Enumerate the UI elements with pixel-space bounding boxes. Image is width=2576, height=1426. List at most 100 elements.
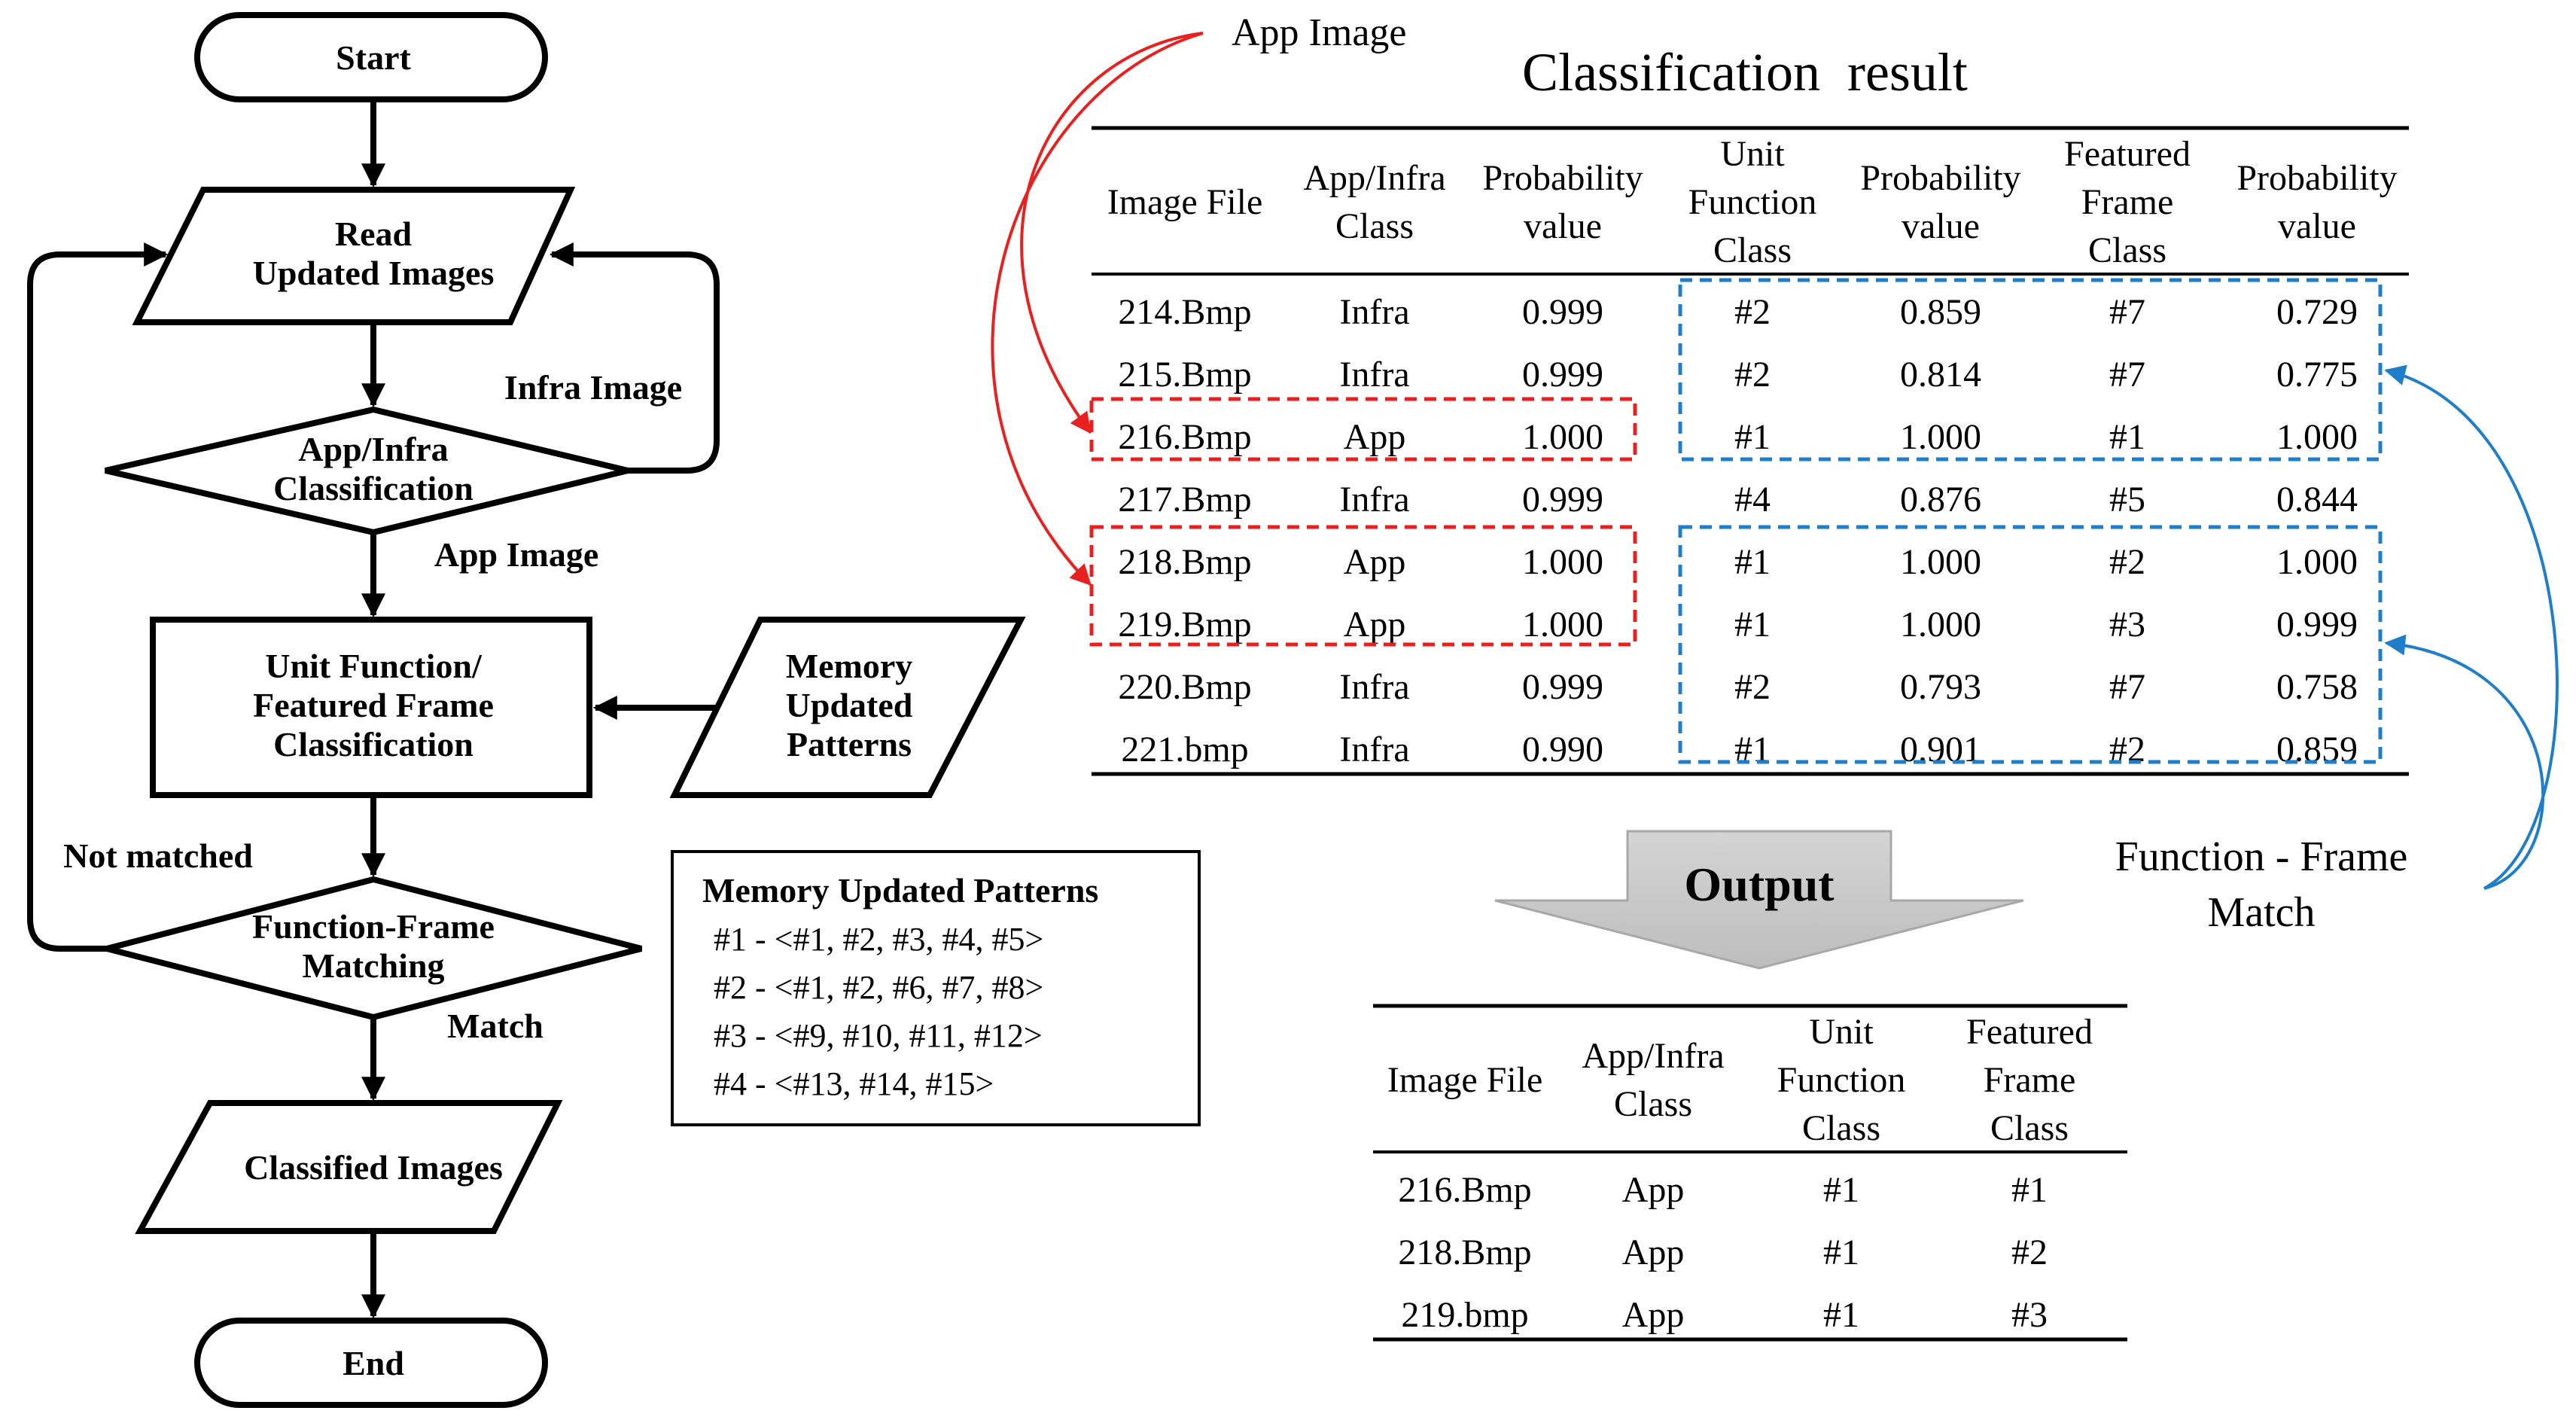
- ctable-cell: #2: [2109, 542, 2145, 582]
- blue-highlight-218-221: [1678, 525, 2383, 764]
- end-terminal: [194, 1318, 548, 1408]
- ctable-cell: #7: [2109, 292, 2145, 332]
- ctable-header-cell: value: [1902, 206, 1980, 246]
- ctable-cell: 215.Bmp: [1118, 355, 1251, 395]
- end-label: End: [343, 1344, 404, 1382]
- otable-cell: App: [1622, 1233, 1685, 1272]
- read-label-line2: Updated Images: [253, 254, 495, 292]
- ctable-cell: Infra: [1339, 480, 1409, 520]
- blue-arrows: [2384, 364, 2559, 890]
- process-label-line2: Featured Frame: [253, 686, 494, 724]
- flowchart: [27, 12, 1026, 1408]
- otable-header-cell: Class: [1802, 1108, 1880, 1148]
- memory-patterns-parallelogram: [669, 617, 1026, 798]
- process-label-line1: Unit Function/: [265, 647, 483, 685]
- ctable-cell: 1.000: [1900, 417, 1981, 457]
- decision1-label-line1: App/Infra: [298, 430, 448, 468]
- otable-header-cell: Featured: [1966, 1012, 2093, 1052]
- arrow-not-matched-loop: [27, 242, 169, 952]
- ctable-header-cell: Featured: [2064, 134, 2191, 174]
- ctable-cell: 0.844: [2276, 480, 2358, 520]
- ctable-cell: 0.729: [2276, 292, 2358, 332]
- ctable-cell: #7: [2109, 355, 2145, 395]
- ctable-cell: #2: [1734, 292, 1771, 332]
- red-highlight-218-219: [1089, 525, 1637, 647]
- ctable-cell: App: [1344, 417, 1406, 457]
- otable-header-cell: Function: [1777, 1060, 1906, 1100]
- ctable-header-cell: value: [1524, 206, 1602, 246]
- read-label-line1: Read: [335, 215, 413, 253]
- memory-label-line3: Patterns: [787, 725, 912, 763]
- ctable-header-cell: value: [2278, 206, 2356, 246]
- otable-cell: #1: [1823, 1295, 1859, 1335]
- ctable-cell: 0.999: [2276, 605, 2358, 644]
- otable-header-cell: Class: [1614, 1084, 1692, 1124]
- classified-label: Classified Images: [244, 1148, 503, 1187]
- ctable-cell: 0.990: [1522, 730, 1603, 769]
- ctable-cell: Infra: [1339, 667, 1409, 707]
- ctable-header-cell: Probability: [1482, 158, 1643, 198]
- annotations: App Image Classification result Function…: [1232, 11, 2407, 936]
- decision2-label-line2: Matching: [302, 946, 444, 985]
- patterns-title: Memory Updated Patterns: [702, 871, 1098, 910]
- function-frame-annotation-line1: Function - Frame: [2115, 833, 2408, 880]
- app-image-annotation: App Image: [1232, 11, 1406, 54]
- ctable-cell: 217.Bmp: [1118, 480, 1251, 520]
- ctable-header-cell: Class: [1335, 206, 1414, 246]
- otable-cell: 216.Bmp: [1398, 1170, 1531, 1210]
- match-label: Match: [447, 1007, 544, 1045]
- pattern-line: #1 - <#1, #2, #3, #4, #5>: [714, 921, 1043, 958]
- ctable-cell: 0.793: [1900, 667, 1981, 707]
- ctable-header-cell: Class: [2088, 230, 2166, 270]
- ctable-cell: #3: [2109, 605, 2145, 644]
- ctable-cell: App: [1344, 542, 1406, 582]
- ctable-cell: Infra: [1339, 292, 1409, 332]
- patterns-box: Memory Updated Patterns #1 - <#1, #2, #3…: [671, 850, 1201, 1126]
- ctable-cell: 220.Bmp: [1118, 667, 1251, 707]
- ctable-cell: 214.Bmp: [1118, 292, 1251, 332]
- ctable-header-cell: Function: [1688, 182, 1817, 222]
- ctable-cell: 0.859: [1900, 292, 1981, 332]
- ctable-header-cell: Probability: [2236, 158, 2397, 198]
- otable-cell: #1: [1823, 1233, 1859, 1272]
- ctable-header-cell: Class: [1713, 230, 1792, 270]
- otable-cell: #3: [2011, 1295, 2048, 1335]
- infra-image-label: Infra Image: [504, 368, 682, 407]
- ctable-cell: 1.000: [1522, 417, 1603, 457]
- classification-process: [150, 617, 592, 798]
- ctable-cell: #1: [1734, 542, 1771, 582]
- red-highlight-216: [1089, 397, 1637, 462]
- red-arrows: [991, 32, 1204, 587]
- ctable-cell: 218.Bmp: [1118, 542, 1251, 582]
- ctable-cell: 221.bmp: [1121, 730, 1248, 769]
- decision2-label-line1: Function-Frame: [252, 907, 495, 946]
- ctable-cell: #1: [2109, 417, 2145, 457]
- ctable-cell: 1.000: [1900, 542, 1981, 582]
- ctable-cell: #4: [1734, 480, 1771, 520]
- otable-header-cell: Frame: [1984, 1060, 2076, 1100]
- ctable-cell: 0.876: [1900, 480, 1981, 520]
- flowchart-labels: Start Read Updated Images Infra Image Ap…: [63, 38, 913, 1382]
- ctable-cell: 219.Bmp: [1118, 605, 1251, 644]
- ctable-cell: Infra: [1339, 355, 1409, 395]
- memory-label-line1: Memory: [786, 647, 913, 685]
- blue-arrow-to-219: [2384, 634, 2545, 890]
- otable-header-cell: App/Infra: [1582, 1036, 1724, 1076]
- output-arrow: Output: [1494, 830, 2024, 970]
- ctable-cell: #1: [1734, 605, 1771, 644]
- ctable-cell: #2: [1734, 355, 1771, 395]
- ctable-cell: #5: [2109, 480, 2145, 520]
- otable-cell: #1: [2011, 1170, 2048, 1210]
- arrow-infra-loop: [549, 242, 720, 474]
- memory-label-line2: Updated: [786, 686, 913, 724]
- not-matched-label: Not matched: [63, 836, 253, 875]
- ctable-header-cell: Probability: [1860, 158, 2020, 198]
- ctable-cell: 216.Bmp: [1118, 417, 1251, 457]
- output-label: Output: [1684, 858, 1835, 911]
- ctable-cell: 0.758: [2276, 667, 2358, 707]
- ctable-cell: 1.000: [1900, 605, 1981, 644]
- ctable-cell: 0.775: [2276, 355, 2358, 395]
- decision1-label-line2: Classification: [273, 469, 473, 507]
